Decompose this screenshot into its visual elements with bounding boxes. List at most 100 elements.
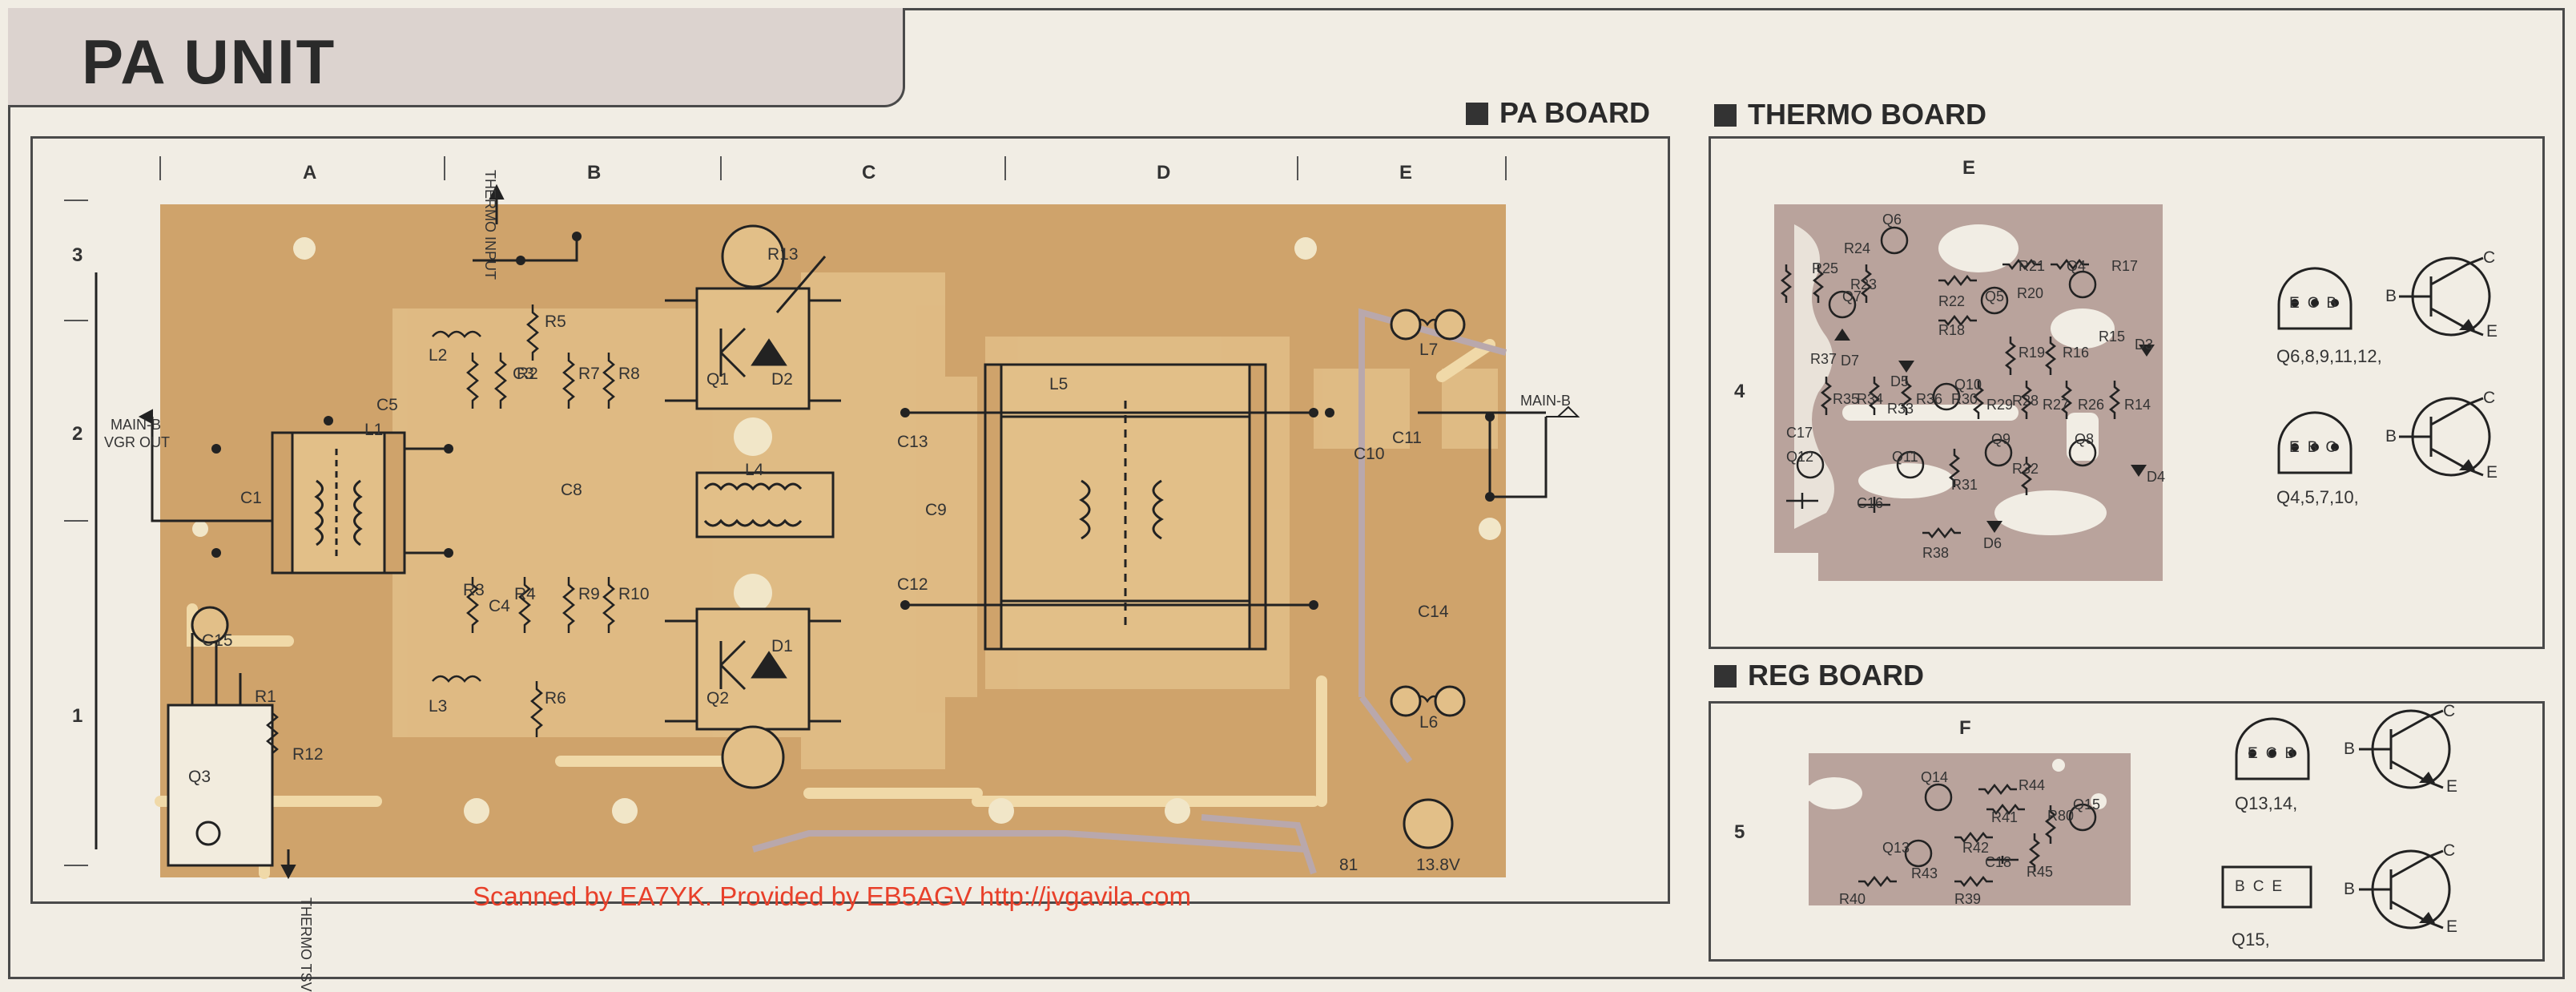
reg-part-label: R39 <box>1954 891 1982 907</box>
thermo-part-label: R20 <box>2017 285 2044 301</box>
thermo-part-label: R21 <box>2019 258 2046 274</box>
thermo-part-label: R26 <box>2078 397 2105 413</box>
thermo-part-label: D6 <box>1983 535 2002 551</box>
thermo-part-label: Q5 <box>1985 288 2005 304</box>
reg-part-label: R45 <box>2027 864 2054 880</box>
part-label: R8 <box>618 365 640 383</box>
page-frame <box>8 8 2565 979</box>
part-label: C3 <box>513 365 534 383</box>
reg-part-label: R44 <box>2019 777 2046 793</box>
reg-part-label: R80 <box>2047 808 2075 824</box>
reg-part-label: Q13 <box>1882 840 1910 856</box>
thermo-board-panel <box>1709 136 2545 649</box>
thermo-part-label: R18 <box>1938 322 1966 338</box>
reg-part-label: Q15 <box>2073 796 2101 813</box>
thermo-part-label: R27 <box>2043 397 2070 413</box>
part-label: R6 <box>545 689 566 708</box>
thermo-part-label: Q9 <box>1991 431 2011 447</box>
b1-label: 81 <box>1339 856 1358 874</box>
part-label: R1 <box>255 688 276 706</box>
pinout-caption: Q15, <box>2232 929 2270 950</box>
terminal-c: C <box>2483 248 2496 267</box>
thermo-part-label: R14 <box>2124 397 2151 413</box>
thermo-input-label: THERMO INPUT <box>482 170 498 280</box>
grid-col-e: E <box>1399 162 1413 183</box>
terminal-e: E <box>2486 463 2498 482</box>
part-label: C4 <box>489 597 510 615</box>
thermo-part-label: R33 <box>1887 401 1914 417</box>
thermo-part-label: R37 <box>1810 351 1837 367</box>
part-label: R12 <box>292 745 324 764</box>
reg-part-label: R41 <box>1991 809 2019 825</box>
thermo-part-label: R30 <box>1951 391 1978 407</box>
part-label: L3 <box>429 697 448 716</box>
thermo-part-label: R34 <box>1857 391 1884 407</box>
reg-part-label: R40 <box>1839 891 1866 907</box>
part-label: R2 <box>517 365 538 383</box>
thermo-part-label: R17 <box>2111 258 2139 274</box>
terminal-b: B <box>2385 427 2397 446</box>
part-label: R3 <box>463 581 485 599</box>
reg-part-label: R42 <box>1962 840 1990 856</box>
page-title: PA UNIT <box>82 26 336 97</box>
part-label: L1 <box>364 421 384 439</box>
thermo-part-label: Q11 <box>1892 449 1918 465</box>
thermo-part-label: D4 <box>2147 469 2166 485</box>
part-label: C11 <box>1392 429 1422 447</box>
thermo-part-label: Q4 <box>2067 258 2087 274</box>
part-label: Q3 <box>188 768 211 786</box>
thermo-part-label: R24 <box>1844 240 1871 256</box>
thermo-part-label: C17 <box>1786 425 1813 441</box>
pa-board-panel <box>30 136 1670 904</box>
pinout-pins: ECB <box>2289 295 2345 312</box>
part-label: C10 <box>1354 445 1385 463</box>
pinout-caption: Q6,8,9,11,12, <box>2276 346 2382 366</box>
thermo-part-label: R36 <box>1916 391 1943 407</box>
terminal-c: C <box>2443 841 2456 860</box>
grid-col-b: B <box>587 162 602 183</box>
thermo-part-label: D5 <box>1890 373 1910 389</box>
thermo-part-label: R16 <box>2063 345 2090 361</box>
thermo-grid-col: E <box>1962 157 1976 179</box>
thermo-part-label: Q6 <box>1882 212 1902 228</box>
thermo-part-label: R35 <box>1833 391 1860 407</box>
thermo-part-label: R19 <box>2019 345 2046 361</box>
pinout-pins: BCE <box>2235 878 2291 895</box>
part-label: D2 <box>771 370 793 389</box>
terminal-c: C <box>2443 702 2456 720</box>
part-label: R5 <box>545 313 566 331</box>
reg-part-label: Q14 <box>1921 769 1949 785</box>
part-label: L4 <box>745 461 764 479</box>
thermo-part-label: C16 <box>1857 495 1884 511</box>
grid-row-3: 3 <box>72 244 83 266</box>
thermo-part-label: R23 <box>1850 276 1878 292</box>
part-label: R7 <box>578 365 600 383</box>
part-label: C13 <box>897 433 928 451</box>
thermo-part-label: Q7 <box>1842 288 1862 304</box>
scan-credit: Scanned by EA7YK. Provided by EB5AGV htt… <box>473 881 1191 911</box>
part-label: L5 <box>1049 375 1069 393</box>
thermo-part-label: D7 <box>1841 353 1860 369</box>
terminal-e: E <box>2486 322 2498 341</box>
part-label: C15 <box>202 631 233 650</box>
part-label: Q2 <box>706 689 730 708</box>
terminal-e: E <box>2446 777 2458 796</box>
part-label: C5 <box>376 396 398 414</box>
reg-part-label: R43 <box>1911 865 1938 881</box>
part-label: C1 <box>240 489 262 507</box>
part-label: C12 <box>897 575 928 594</box>
pinout-pins: ECB <box>2248 745 2304 762</box>
thermo-part-label: R32 <box>2012 461 2039 477</box>
thermo-board-label: THERMO BOARD <box>1714 98 1986 131</box>
thermo-part-label: Q8 <box>2075 431 2095 447</box>
section-marker-icon <box>1466 103 1488 125</box>
thermo-part-label: R29 <box>1986 397 2014 413</box>
part-label: L2 <box>429 346 448 365</box>
thermo-part-label: Q12 <box>1786 449 1814 465</box>
title-tab: PA UNIT <box>8 8 905 107</box>
part-label: R13 <box>767 245 799 264</box>
part-label: L6 <box>1419 713 1439 732</box>
thermo-part-label: R31 <box>1951 477 1978 493</box>
part-label: R4 <box>514 585 536 603</box>
part-label: R10 <box>618 585 650 603</box>
